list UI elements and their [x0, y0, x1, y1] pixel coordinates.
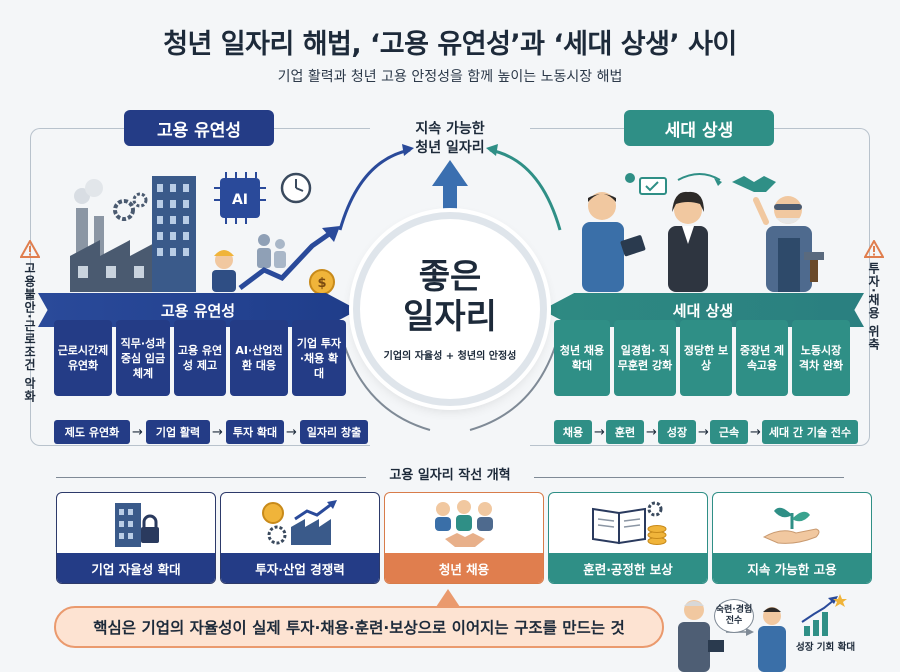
- right-chain-4: 근속: [710, 420, 748, 444]
- reform-label: 고용 일자리 작선 개혁: [389, 468, 511, 483]
- left-chain-4: 일자리 창출: [300, 420, 368, 444]
- right-card-3: 정당한 보상: [680, 320, 732, 396]
- chain-arrow-icon: →: [646, 424, 657, 440]
- center-goal-line-2: 청년 일자리: [415, 140, 485, 156]
- left-chain-1: 제도 유연화: [54, 420, 130, 444]
- chain-arrow-icon: →: [212, 424, 223, 440]
- core-message: 핵심은 기업의 자율성이 실제 투자·채용·훈련·보상으로 이어지는 구조를 만…: [54, 606, 664, 648]
- right-chain-3: 성장: [658, 420, 696, 444]
- reform-step-5-label: 지속 가능한 고용: [713, 553, 871, 583]
- left-card-1: 근로시간제 유연화: [54, 320, 112, 396]
- reform-step-5: 지속 가능한 고용: [712, 492, 872, 584]
- right-warning-text: 투자·채용 위축: [866, 262, 881, 351]
- left-chain-3: 투자 확대: [226, 420, 284, 444]
- warning-icon: [864, 240, 884, 258]
- ai-chip-label: AI: [232, 192, 248, 208]
- chain-arrow-icon: →: [594, 424, 605, 440]
- chain-arrow-icon: →: [286, 424, 297, 440]
- skill-transfer-bubble: 숙련·경험 전수: [714, 599, 754, 633]
- good-jobs-circle: 좋은 일자리 기업의 자율성 + 청년의 안정성: [353, 212, 547, 406]
- handshake-people-icon: [435, 500, 493, 547]
- seedling-hand-icon: [762, 507, 820, 544]
- right-card-1: 청년 채용 확대: [554, 320, 610, 396]
- warning-icon: [20, 240, 40, 258]
- reform-step-3: 청년 채용: [384, 492, 544, 584]
- industry-illustration: AI $: [70, 172, 340, 295]
- left-card-2: 직무·성과 중심 임금체계: [116, 320, 170, 396]
- circle-main-line-1: 좋은: [418, 256, 482, 297]
- left-card-5: 기업 투자·채용 확대: [292, 320, 346, 396]
- right-chain-2: 훈련: [606, 420, 644, 444]
- reform-step-4-label: 훈련·공정한 보상: [549, 553, 707, 583]
- right-chain-1: 채용: [554, 420, 592, 444]
- book-coins-icon: [592, 501, 667, 545]
- right-card-2: 일경험· 직무훈련 강화: [614, 320, 676, 396]
- growth-label: 성장 기회 확대: [796, 642, 856, 653]
- coexistence-badge: 세대 상생: [624, 110, 774, 146]
- center-goal-line-1: 지속 가능한: [415, 121, 485, 137]
- left-card-3: 고용 유연성 제고: [174, 320, 226, 396]
- left-chain-2: 기업 활력: [146, 420, 210, 444]
- center-goal-label: 지속 가능한 청년 일자리: [380, 120, 520, 158]
- reform-divider-right: [534, 477, 844, 478]
- generations-illustration: [582, 173, 824, 292]
- left-card-4: AI·산업전환 대응: [230, 320, 288, 396]
- page-title: 청년 일자리 해법, ‘고용 유연성’과 ‘세대 상생’ 사이: [163, 29, 737, 60]
- chain-arrow-icon: →: [750, 424, 761, 440]
- left-warning: 고용불안·근로조건 악화: [17, 240, 43, 403]
- callout-pointer: [436, 589, 460, 607]
- reform-step-2: 투자·산업 경쟁력: [220, 492, 380, 584]
- building-lock-icon: [115, 503, 159, 547]
- page-subtitle: 기업 활력과 청년 고용 안정성을 함께 높이는 노동시장 해법: [277, 69, 623, 85]
- right-chain-5: 세대 간 기술 전수: [762, 420, 858, 444]
- flexibility-badge: 고용 유연성: [124, 110, 274, 146]
- right-card-4: 중장년 계속고용: [736, 320, 788, 396]
- right-warning: 투자·채용 위축: [861, 240, 887, 351]
- circle-subtext: 기업의 자율성 + 청년의 안정성: [383, 350, 517, 362]
- reform-step-1-label: 기업 자율성 확대: [57, 553, 215, 583]
- mentoring-illustration: [678, 594, 847, 672]
- reform-step-3-label: 청년 채용: [385, 553, 543, 583]
- left-warning-text: 고용불안·근로조건 악화: [22, 262, 37, 403]
- right-card-5: 노동시장 격차 완화: [792, 320, 850, 396]
- chain-arrow-icon: →: [698, 424, 709, 440]
- chain-arrow-icon: →: [132, 424, 143, 440]
- dollar-coin-label: $: [317, 276, 326, 291]
- circle-main-line-2: 일자리: [403, 296, 497, 337]
- investment-factory-icon: [262, 500, 337, 545]
- reform-divider-left: [56, 477, 366, 478]
- reform-step-2-label: 투자·산업 경쟁력: [221, 553, 379, 583]
- reform-step-1: 기업 자율성 확대: [56, 492, 216, 584]
- reform-step-4: 훈련·공정한 보상: [548, 492, 708, 584]
